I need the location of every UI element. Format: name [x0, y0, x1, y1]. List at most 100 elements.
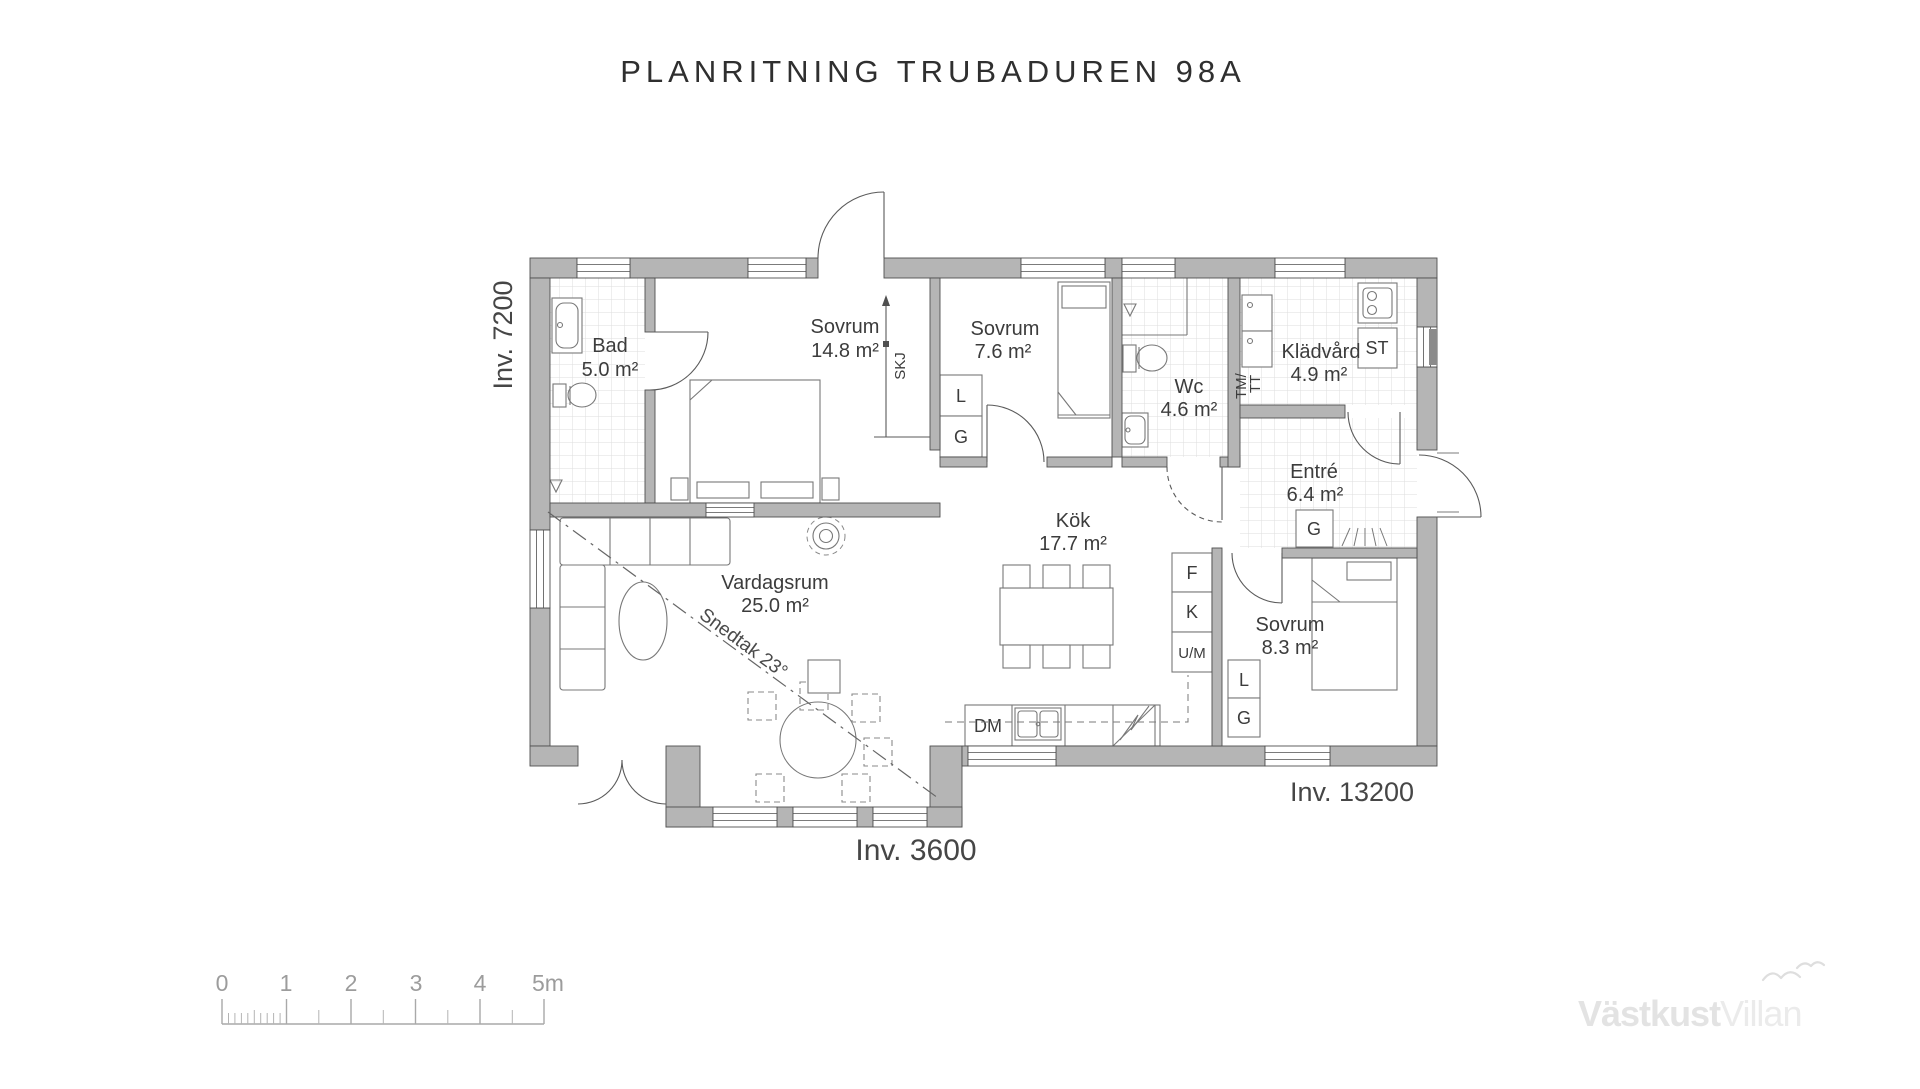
- double-door-bay: [577, 759, 667, 805]
- window-kladvard-top: [1274, 257, 1346, 279]
- single-bed-icon: [1057, 281, 1111, 419]
- sliding-door-skj: [874, 295, 930, 438]
- window-sovrum2: [1020, 257, 1106, 279]
- door-entrance: [1418, 452, 1482, 518]
- room-sovrum1-name: Sovrum: [811, 316, 880, 338]
- tmtt-label: TM/ TT: [1233, 369, 1264, 399]
- laundry-sink-icon: [1357, 282, 1398, 324]
- chair-icon: [851, 693, 881, 723]
- tt-label: TT: [1247, 375, 1264, 393]
- room-labels: Bad 5.0 m² Sovrum 14.8 m² Sovrum 7.6 m² …: [582, 316, 1361, 659]
- room-wc-name: Wc: [1175, 376, 1204, 398]
- living-room-furniture: [559, 516, 893, 803]
- room-sovrum3-name: Sovrum: [1256, 614, 1325, 636]
- window-vardagsrum-left: [529, 529, 551, 609]
- window-kladvard-right: [1416, 326, 1438, 368]
- dm-label: DM: [974, 716, 1002, 736]
- room-entre-area: 6.4 m²: [1287, 484, 1344, 506]
- brand-logo: VästkustVillan: [1578, 961, 1826, 1034]
- l-label: L: [956, 386, 966, 406]
- windows: [529, 257, 1438, 828]
- room-entre-name: Entré: [1290, 461, 1338, 483]
- door-bad: [649, 331, 709, 391]
- f-label: F: [1187, 563, 1198, 583]
- wood-stove-icon: [806, 516, 846, 556]
- chair-icon: [747, 691, 777, 721]
- kitchen-table-icon: [999, 564, 1114, 669]
- chair-icon: [841, 773, 871, 803]
- kitchen-fixtures: DM F K U/M: [945, 552, 1213, 747]
- door-kladvard: [1347, 411, 1401, 465]
- kitchen-counter: DM: [964, 704, 1161, 747]
- sofa-icon: [559, 517, 731, 691]
- st-label: ST: [1365, 338, 1388, 358]
- dimension-labels: Inv. 7200 Inv. 3600 Inv. 13200: [488, 280, 1414, 867]
- closet-g: [939, 415, 983, 458]
- scale-2: 2: [345, 970, 358, 996]
- logo-bold: Västkust: [1578, 993, 1721, 1034]
- dim-right: Inv. 13200: [1290, 777, 1414, 807]
- window-sovrum1: [747, 257, 807, 279]
- room-kok-area: 17.7 m²: [1039, 533, 1107, 555]
- window-bad: [576, 257, 631, 279]
- room-vardagsrum-name: Vardagsrum: [721, 572, 828, 594]
- dining-set: [747, 659, 893, 803]
- dryer-icon: [1241, 330, 1273, 368]
- laundry-fixtures: ST: [1241, 282, 1398, 369]
- dim-left: Inv. 7200: [488, 280, 518, 389]
- door-sovrum2: [986, 404, 1045, 463]
- bad-toilet-icon: [552, 382, 597, 408]
- seagulls-icon: [1761, 961, 1826, 982]
- coffee-table-icon: [618, 581, 668, 661]
- door-sovrum1-exterior: [817, 191, 885, 259]
- room-wc-area: 4.6 m²: [1161, 399, 1218, 421]
- bad-washbasin-icon: [551, 297, 583, 354]
- window-bay-1: [712, 806, 778, 828]
- g-label: G: [954, 427, 968, 447]
- closets: L G G L G: [939, 374, 1388, 738]
- wc-washbasin-icon: [1121, 412, 1149, 448]
- room-bad-area: 5.0 m²: [582, 359, 639, 381]
- tall-appliances: F K U/M: [1171, 552, 1213, 673]
- closet-l2: [1227, 659, 1261, 699]
- g2-label: G: [1237, 708, 1251, 728]
- scale-4: 4: [474, 970, 487, 996]
- bedroom-furniture: [670, 281, 1398, 691]
- closet-g2: [1227, 697, 1261, 738]
- bad-drain-icon: [549, 479, 563, 494]
- k-label: K: [1186, 602, 1198, 622]
- interior-walls: [549, 277, 1418, 747]
- g-label-entre: G: [1307, 519, 1321, 539]
- room-kok-name: Kök: [1056, 510, 1091, 532]
- room-kladvard-name: Klädvård: [1282, 341, 1361, 363]
- room-sovrum3-area: 8.3 m²: [1262, 637, 1319, 659]
- room-sovrum2-area: 7.6 m²: [975, 341, 1032, 363]
- sink-icon: [1014, 707, 1062, 741]
- room-vardagsrum-area: 25.0 m²: [741, 595, 809, 617]
- doors: [577, 191, 1482, 805]
- counter-dashed-line: [945, 675, 1189, 723]
- wc-toilet-icon: [1122, 344, 1168, 373]
- skj-label: SKJ: [892, 352, 909, 380]
- room-sovrum2-name: Sovrum: [971, 318, 1040, 340]
- logo-light: Villan: [1720, 993, 1801, 1034]
- window-wc: [1121, 257, 1176, 279]
- snedtak-annotation: Snedtak 23°: [547, 511, 939, 799]
- room-sovrum1-area: 14.8 m²: [811, 340, 879, 362]
- window-bay-2: [792, 806, 858, 828]
- um-label: U/M: [1178, 645, 1206, 662]
- closet-g-entre: [1295, 509, 1334, 548]
- wc-shower-icon: [1122, 278, 1188, 336]
- tm-label: TM/: [1233, 372, 1250, 399]
- coat-rack-icon: [1341, 527, 1388, 547]
- door-sovrum3: [1231, 552, 1283, 604]
- st-closet: [1357, 327, 1398, 369]
- single-bed2-icon: [1311, 557, 1398, 691]
- scale-bar: 0 1 2 3 4 5m: [216, 970, 564, 1025]
- washing-machine-icon: [1241, 294, 1273, 332]
- side-table-icon: [807, 659, 841, 694]
- washing-machine-knob: [1246, 301, 1254, 309]
- room-bad-name: Bad: [592, 335, 628, 357]
